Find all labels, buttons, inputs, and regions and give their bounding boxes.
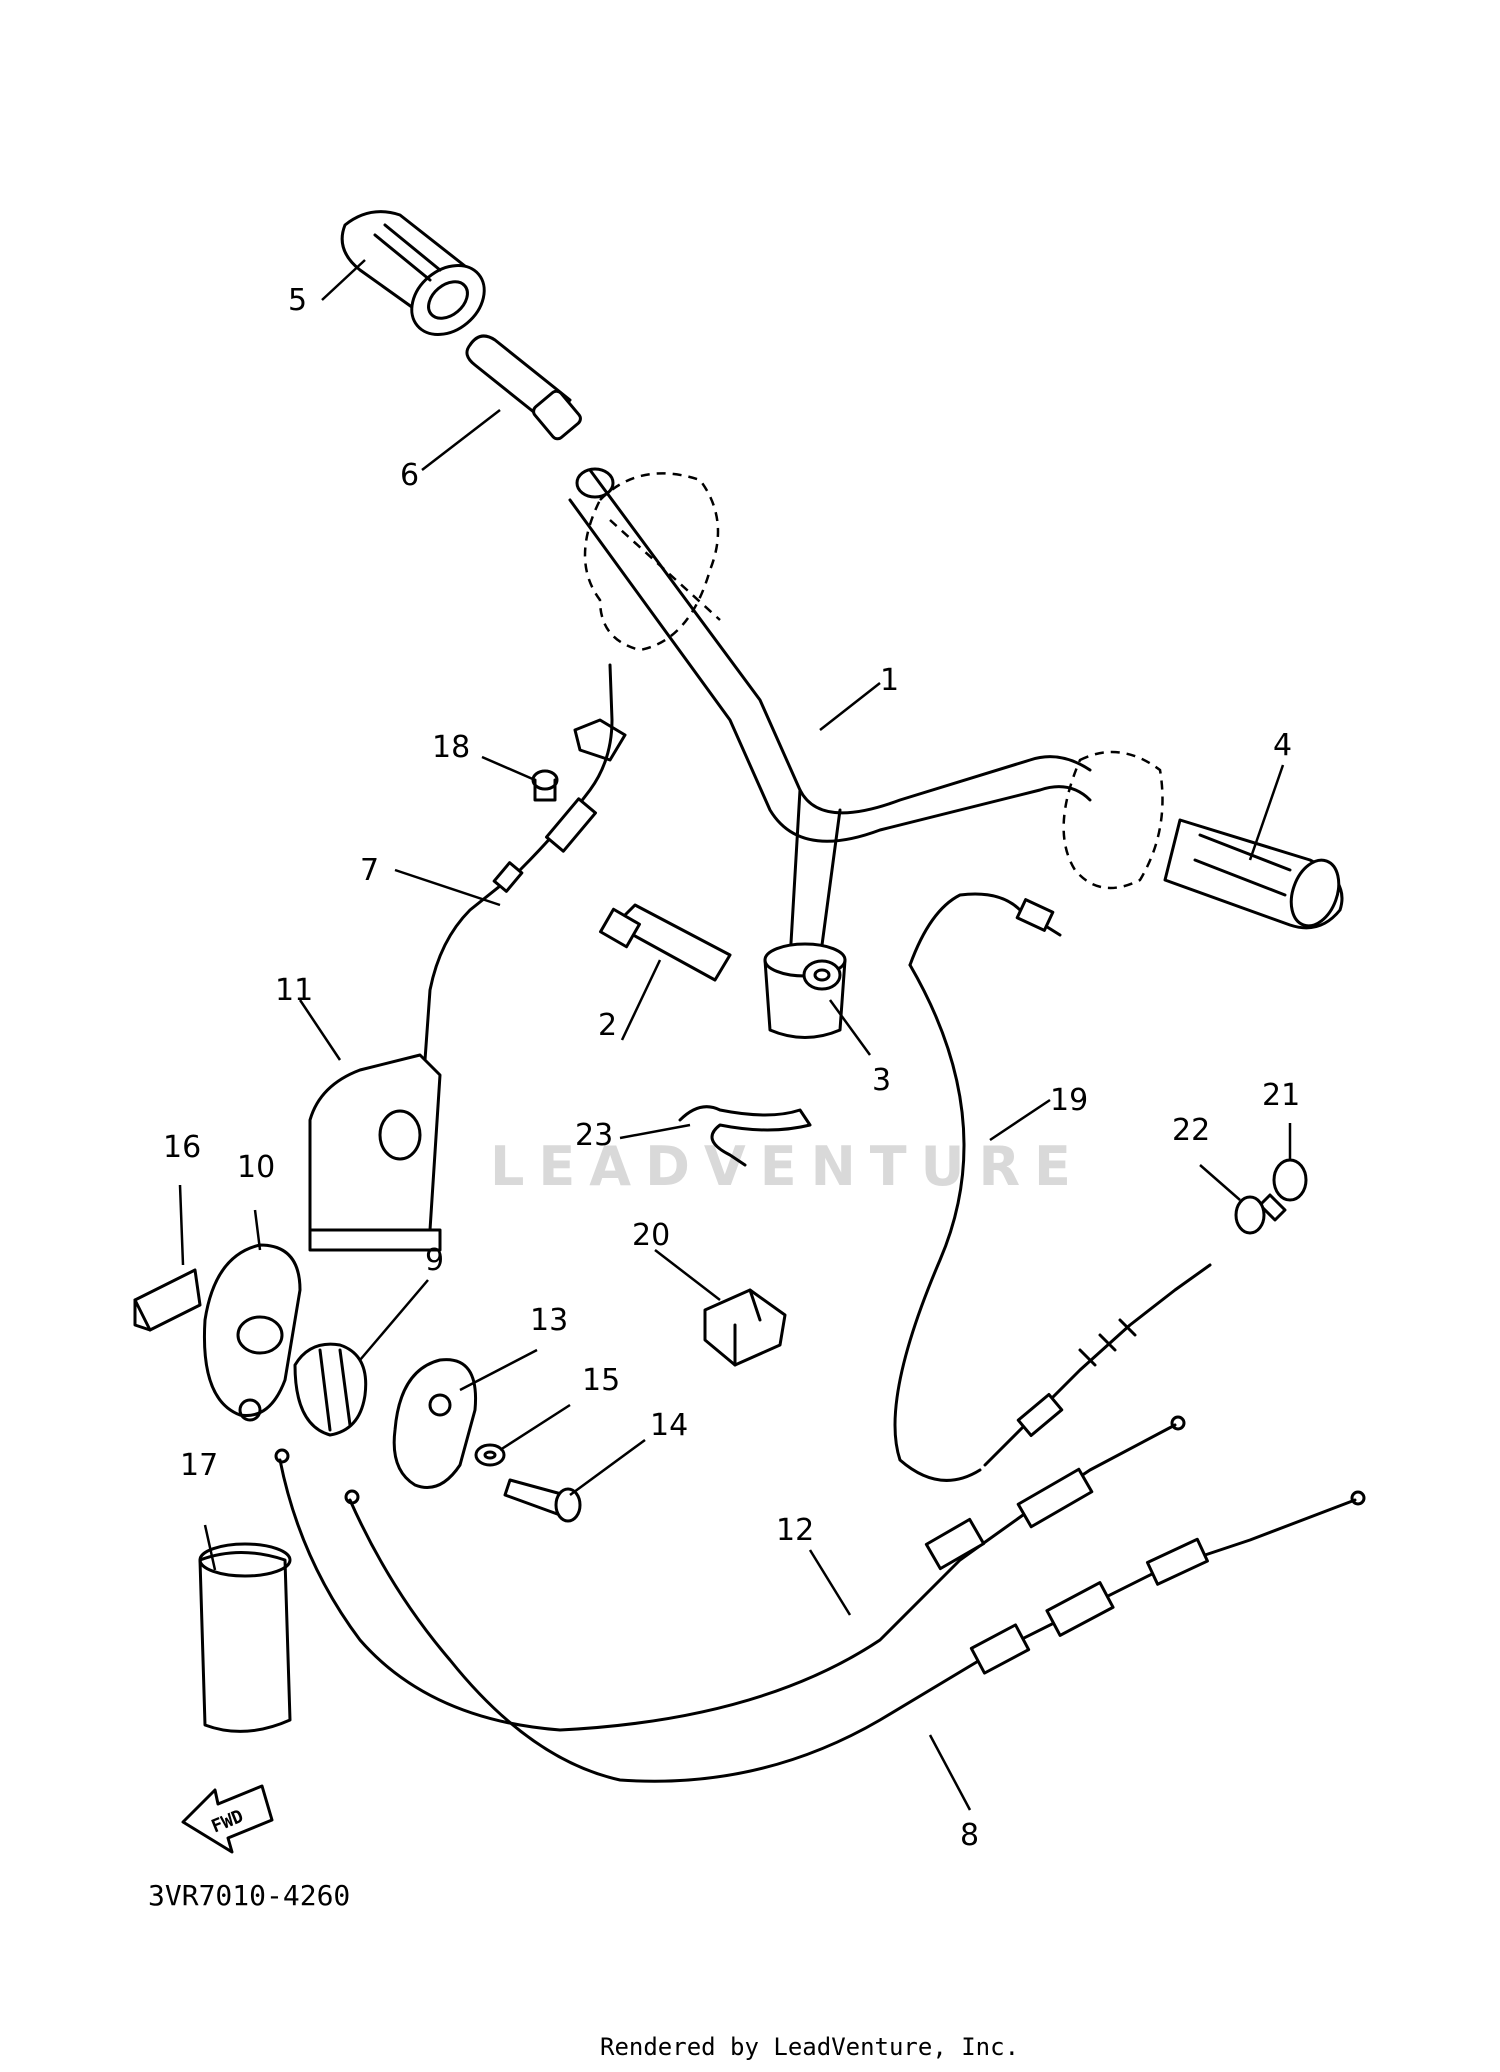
leader-lines [178, 259, 1292, 1811]
bolt-part [599, 903, 732, 982]
callout-19: 19 [1050, 1083, 1088, 1118]
callout-22: 22 [1172, 1113, 1210, 1148]
throttle-cable-part [423, 663, 627, 1062]
callout-16: 16 [163, 1130, 201, 1165]
watermark-text: LEADVENTURE [490, 1135, 1085, 1198]
callout-13: 13 [530, 1303, 568, 1338]
washer-part [474, 1443, 506, 1467]
drawing-code: 3VR7010-4260 [148, 1879, 350, 1912]
callout-3: 3 [872, 1063, 891, 1098]
footer-text: Rendered by LeadVenture, Inc. [600, 2033, 1019, 2061]
callout-5: 5 [288, 283, 307, 318]
adjuster-nut-part [1234, 1195, 1266, 1235]
callout-12: 12 [776, 1513, 814, 1548]
screw-18-part [531, 769, 559, 802]
callout-14: 14 [650, 1408, 688, 1443]
handlebar-part [568, 467, 1164, 1039]
adjuster-bolt-part [1258, 1158, 1308, 1222]
callout-labels: 1 2 3 4 5 6 7 8 9 10 11 12 13 14 15 16 1… [163, 283, 1300, 1853]
holder-part [703, 1288, 787, 1367]
forward-arrow-icon: FWD [181, 1784, 274, 1854]
clip-part [133, 1268, 202, 1332]
throttle-cover-part [308, 1053, 442, 1252]
callout-15: 15 [582, 1363, 620, 1398]
throttle-housing-part [202, 1243, 302, 1422]
callout-23: 23 [575, 1118, 613, 1153]
callout-9: 9 [425, 1243, 444, 1278]
throttle-tube-part [465, 334, 582, 441]
housing-cap-part [392, 1358, 478, 1489]
callout-8: 8 [960, 1818, 979, 1853]
callout-10: 10 [237, 1150, 275, 1185]
screw-part [503, 1478, 582, 1523]
brake-cable-part [893, 892, 1212, 1482]
callout-20: 20 [632, 1218, 670, 1253]
callout-11: 11 [275, 973, 313, 1008]
callout-4: 4 [1273, 728, 1292, 763]
callout-18: 18 [432, 730, 470, 765]
callout-21: 21 [1262, 1078, 1300, 1113]
right-grip-part [1163, 818, 1344, 930]
callout-7: 7 [360, 853, 379, 888]
callout-17: 17 [180, 1448, 218, 1483]
band-part [678, 1105, 812, 1167]
left-grip-part [340, 210, 486, 336]
cable-8-part [344, 1489, 1366, 1783]
protector-part [198, 1542, 292, 1733]
nut-part [802, 959, 842, 991]
cable-12-part [274, 1415, 1186, 1732]
callout-1: 1 [880, 663, 899, 698]
callout-2: 2 [598, 1008, 617, 1043]
throttle-lever-part [293, 1342, 368, 1437]
callout-6: 6 [400, 458, 419, 493]
